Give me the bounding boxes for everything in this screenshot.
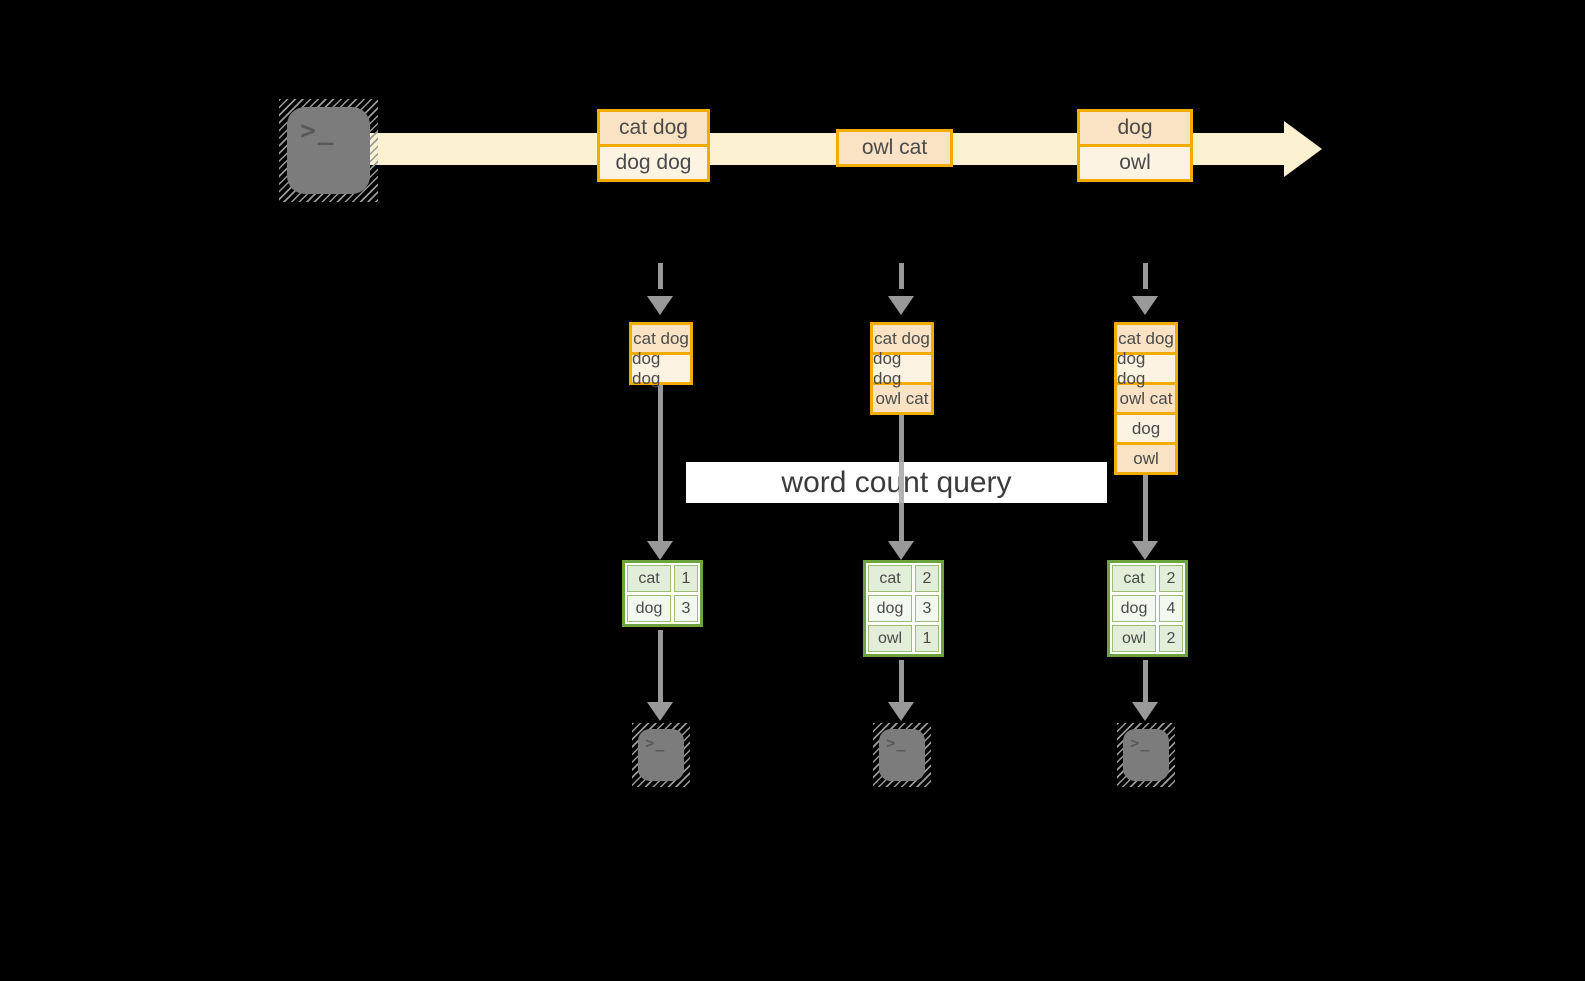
terminal-screen: >_ bbox=[1123, 729, 1169, 781]
dashed-arrow-head-icon bbox=[888, 296, 914, 315]
buffer-row: dog dog bbox=[870, 349, 934, 388]
stream-event-label: owl bbox=[1119, 151, 1151, 174]
count-table-2: cat 2 dog 3 owl 1 bbox=[863, 560, 944, 657]
sink-terminal-icon-1: >_ bbox=[632, 723, 690, 787]
count-value-cell: 2 bbox=[1159, 565, 1183, 592]
arrow-line bbox=[1143, 660, 1148, 702]
dashed-arrow-line bbox=[1143, 263, 1148, 289]
query-banner-label: word count query bbox=[781, 465, 1012, 499]
buffer-row: owl bbox=[1114, 442, 1178, 475]
dashed-arrow-head-icon bbox=[647, 296, 673, 315]
buffer-label: owl cat bbox=[1119, 388, 1173, 408]
count-value-cell: 4 bbox=[1159, 595, 1183, 622]
buffer-row: cat dog bbox=[629, 322, 693, 355]
terminal-screen: >_ bbox=[879, 729, 925, 781]
terminal-screen: >_ bbox=[287, 107, 370, 194]
terminal-prompt-glyph: >_ bbox=[645, 734, 666, 753]
count-value-cell: 3 bbox=[915, 595, 939, 622]
count-word-cell: cat bbox=[1112, 565, 1156, 592]
arrow-head-icon bbox=[1132, 541, 1158, 560]
stream-event-label: cat dog bbox=[619, 116, 688, 139]
query-banner: word count query bbox=[686, 462, 1107, 503]
buffer-label: cat dog bbox=[874, 328, 930, 348]
count-value-cell: 3 bbox=[674, 595, 698, 622]
dashed-arrow-head-icon bbox=[1132, 296, 1158, 315]
stream-event-label: dog bbox=[1117, 116, 1153, 139]
arrow-head-icon bbox=[647, 702, 673, 721]
stream-event-group-1: cat dog dog dog bbox=[597, 109, 710, 182]
buffer-row: dog dog bbox=[1114, 349, 1178, 388]
stream-event-group-3: dog owl bbox=[1077, 109, 1193, 182]
count-value-cell: 2 bbox=[915, 565, 939, 592]
stream-event-label: owl cat bbox=[861, 136, 928, 159]
dashed-arrow-line bbox=[899, 263, 904, 289]
count-word-cell: owl bbox=[868, 625, 912, 652]
dashed-arrow-line bbox=[658, 263, 663, 289]
buffer-label: dog bbox=[1131, 418, 1161, 438]
terminal-prompt-glyph: >_ bbox=[886, 734, 907, 753]
arrow-head-icon bbox=[888, 541, 914, 560]
stream-band-arrowhead-icon bbox=[1284, 121, 1322, 177]
stream-event-box: owl bbox=[1077, 144, 1193, 182]
count-table-3: cat 2 dog 4 owl 2 bbox=[1107, 560, 1188, 657]
arrow-line bbox=[658, 385, 663, 541]
buffer-stack-3: cat dog dog dog owl cat dog owl bbox=[1114, 322, 1178, 475]
stream-event-box: owl cat bbox=[836, 129, 953, 167]
count-word-cell: cat bbox=[868, 565, 912, 592]
count-value-cell: 1 bbox=[674, 565, 698, 592]
source-terminal-icon: >_ bbox=[279, 99, 378, 202]
stream-event-box: dog bbox=[1077, 109, 1193, 147]
buffer-row: dog dog bbox=[629, 349, 693, 388]
stream-event-box: cat dog bbox=[597, 109, 710, 147]
terminal-prompt-glyph: >_ bbox=[300, 115, 336, 146]
arrow-head-icon bbox=[647, 541, 673, 560]
count-table-1: cat 1 dog 3 bbox=[622, 560, 703, 627]
sink-terminal-icon-2: >_ bbox=[873, 723, 931, 787]
arrow-line bbox=[658, 630, 663, 702]
buffer-label: owl bbox=[1133, 448, 1159, 468]
stream-event-label: dog dog bbox=[615, 151, 692, 174]
terminal-prompt-glyph: >_ bbox=[1130, 734, 1151, 753]
count-word-cell: cat bbox=[627, 565, 671, 592]
arrow-overlay-segment bbox=[899, 462, 904, 503]
stream-event-group-2: owl cat bbox=[836, 129, 953, 167]
buffer-row: owl cat bbox=[870, 382, 934, 415]
arrow-line bbox=[1143, 475, 1148, 541]
buffer-label: dog dog bbox=[873, 348, 902, 388]
count-value-cell: 1 bbox=[915, 625, 939, 652]
count-word-cell: dog bbox=[627, 595, 671, 622]
arrow-line bbox=[899, 660, 904, 702]
buffer-label: cat dog bbox=[633, 328, 689, 348]
sink-terminal-icon-3: >_ bbox=[1117, 723, 1175, 787]
arrow-head-icon bbox=[888, 702, 914, 721]
count-word-cell: dog bbox=[1112, 595, 1156, 622]
arrow-head-icon bbox=[1132, 702, 1158, 721]
buffer-row: dog bbox=[1114, 412, 1178, 445]
buffer-label: dog dog bbox=[632, 348, 661, 388]
stream-event-box: dog dog bbox=[597, 144, 710, 182]
buffer-stack-2: cat dog dog dog owl cat bbox=[870, 322, 934, 415]
buffer-label: dog dog bbox=[1117, 348, 1146, 388]
buffer-stack-1: cat dog dog dog bbox=[629, 322, 693, 388]
buffer-row: owl cat bbox=[1114, 382, 1178, 415]
buffer-label: owl cat bbox=[875, 388, 929, 408]
count-value-cell: 2 bbox=[1159, 625, 1183, 652]
count-word-cell: owl bbox=[1112, 625, 1156, 652]
terminal-screen: >_ bbox=[638, 729, 684, 781]
count-word-cell: dog bbox=[868, 595, 912, 622]
buffer-label: cat dog bbox=[1118, 328, 1174, 348]
